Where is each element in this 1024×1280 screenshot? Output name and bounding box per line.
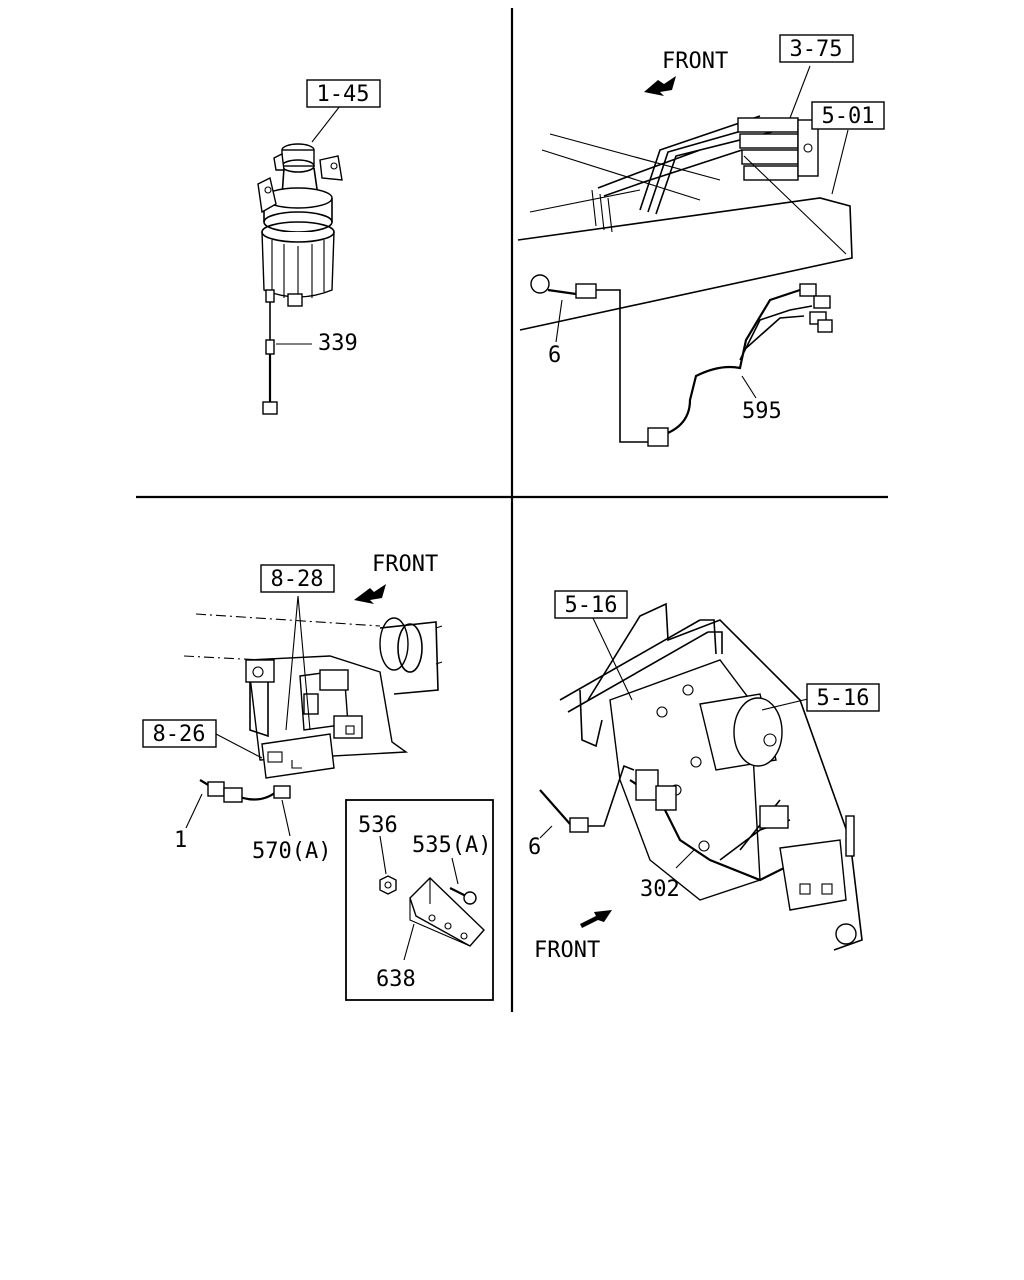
bottom-left-quadrant: FRONT 8-28 8-26 1 570(A) 536 535(A) 638 (142, 552, 494, 1001)
front-label-bottom-right: FRONT (534, 938, 600, 963)
ref-label-1-45: 1-45 (317, 82, 370, 107)
part-label-302: 302 (640, 877, 680, 902)
chassis-drawing (517, 65, 853, 447)
part-label-638: 638 (376, 967, 416, 992)
ref-label-3-75: 3-75 (790, 37, 843, 62)
top-left-quadrant: 1-45 339 (257, 79, 381, 415)
ref-box-1-45 (306, 79, 381, 108)
part-label-1: 1 (174, 828, 187, 853)
front-arrow-icon (354, 584, 386, 604)
motor-drawing (539, 602, 863, 951)
ref-label-5-16-lower: 5-16 (817, 686, 870, 711)
part-label-6-top: 6 (548, 343, 561, 368)
part-label-536: 536 (358, 813, 398, 838)
part-label-595: 595 (742, 399, 782, 424)
ref-box-3-75 (779, 34, 854, 63)
part-label-339: 339 (318, 331, 358, 356)
ref-label-8-28: 8-28 (271, 567, 324, 592)
ref-label-5-16-upper: 5-16 (565, 593, 618, 618)
ref-box-5-16-upper (554, 590, 628, 619)
front-label-bottom-left: FRONT (372, 552, 438, 577)
canister-drawing (257, 105, 343, 415)
bracket-drawing (183, 584, 443, 837)
ref-box-5-16-lower (806, 683, 880, 712)
ref-box-8-28 (260, 564, 335, 593)
detail-inset (345, 799, 494, 1001)
front-arrow-icon (580, 910, 612, 928)
ref-label-5-01: 5-01 (822, 104, 875, 129)
part-label-570a: 570(A) (252, 839, 331, 864)
top-right-quadrant: FRONT 3-75 5-01 6 595 (517, 34, 885, 447)
ref-label-8-26: 8-26 (153, 722, 206, 747)
part-label-535a: 535(A) (412, 833, 491, 858)
bottom-right-quadrant: 5-16 5-16 6 302 FRONT (528, 590, 880, 963)
ref-box-5-01 (811, 101, 885, 130)
ref-box-8-26 (142, 719, 217, 748)
part-label-6-bottom: 6 (528, 835, 541, 860)
front-arrow-icon (644, 76, 676, 96)
front-label-top-right: FRONT (662, 49, 728, 74)
